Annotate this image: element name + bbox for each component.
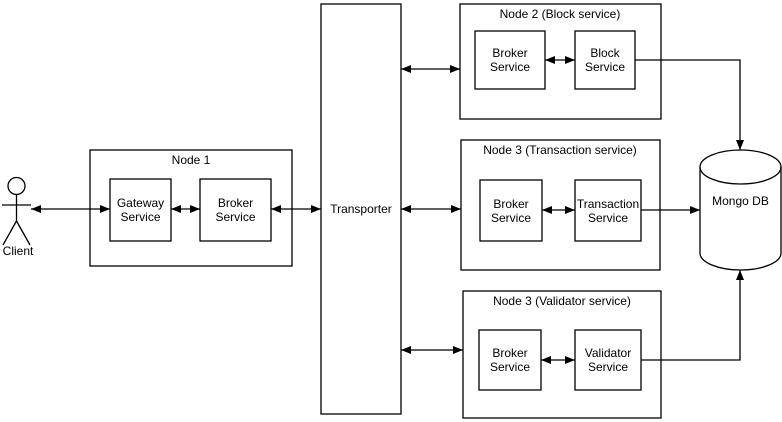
mongodb-label: Mongo DB — [712, 194, 769, 208]
node3-validator-title: Node 3 (Validator service) — [493, 294, 631, 308]
node3v-broker-service-label: Broker Service — [489, 346, 530, 374]
arrow-validator-mongodb — [641, 270, 744, 361]
client-actor-icon — [2, 176, 31, 246]
node3v-broker-service-box — [478, 329, 542, 391]
transporter-label: Transporter — [330, 202, 392, 216]
node2-title: Node 2 (Block service) — [499, 7, 621, 21]
node2-broker-service-box — [474, 30, 546, 90]
node3t-broker-service-box — [479, 179, 543, 242]
node2-broker-service-label: Broker Service — [489, 46, 530, 74]
client-label: Client — [2, 244, 34, 258]
node1-title: Node 1 — [171, 153, 211, 167]
node1-broker-service-label: Broker Service — [215, 196, 256, 224]
node1-broker-service-box — [199, 178, 272, 242]
node3t-broker-service-label: Broker Service — [490, 196, 531, 225]
arrow-block-mongodb — [635, 59, 744, 150]
block-service-label: Block Service — [584, 46, 625, 74]
mongodb-cylinder-icon — [699, 149, 782, 271]
transporter-box — [320, 3, 402, 415]
validator-service-box — [574, 329, 642, 391]
node3-transaction-title: Node 3 (Transaction service) — [483, 143, 637, 157]
transaction-service-label: Transaction Service — [576, 196, 640, 225]
validator-service-label: Validator Service — [584, 346, 632, 374]
gateway-service-label: Gateway Service — [116, 196, 165, 224]
gateway-service-box — [109, 178, 172, 242]
